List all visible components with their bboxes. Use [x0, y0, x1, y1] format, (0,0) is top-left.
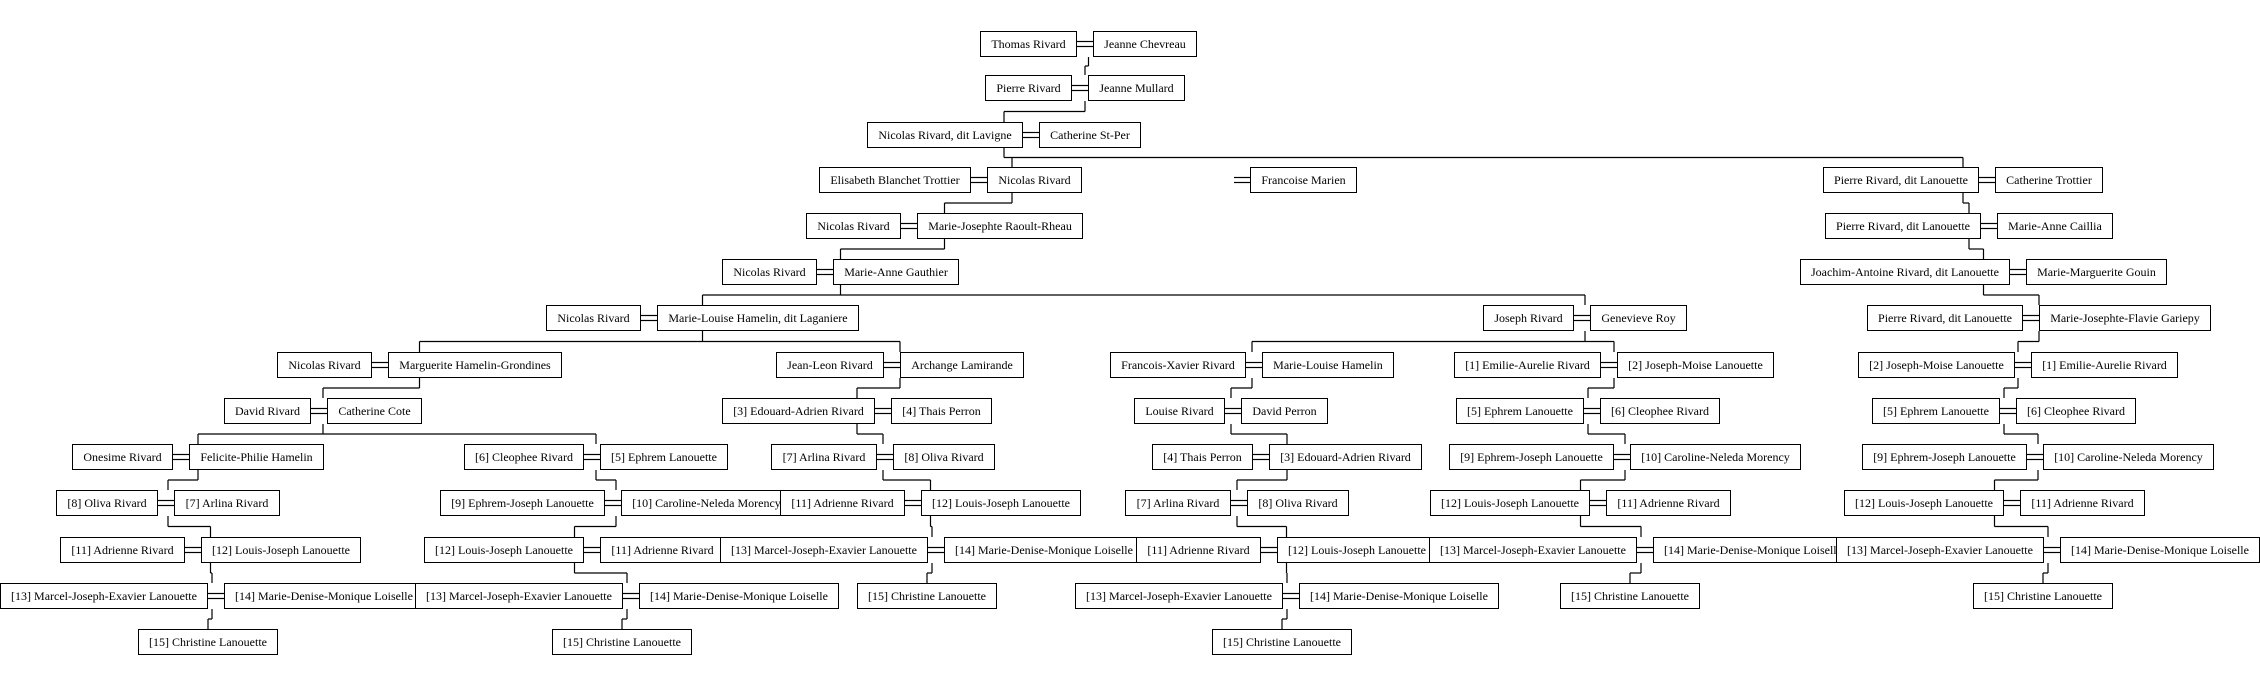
person-box: [11] Adrienne Rivard: [1136, 537, 1261, 563]
person-box: [5] Ephrem Lanouette: [600, 444, 728, 470]
person-box: Marguerite Hamelin-Grondines: [388, 352, 562, 378]
person-box: Catherine Cote: [327, 398, 422, 424]
person-box: [8] Oliva Rivard: [1247, 490, 1349, 516]
person-box: Marie-Josephte-Flavie Gariepy: [2039, 305, 2211, 331]
person-box: [3] Edouard-Adrien Rivard: [722, 398, 875, 424]
person-box: Nicolas Rivard, dit Lavigne: [867, 122, 1023, 148]
person-box: [15] Christine Lanouette: [1212, 629, 1352, 655]
person-box: [13] Marcel-Joseph-Exavier Lanouette: [1429, 537, 1637, 563]
person-box: [7] Arlina Rivard: [771, 444, 877, 470]
person-box: [6] Cleophee Rivard: [464, 444, 584, 470]
person-box: [2] Joseph-Moise Lanouette: [1858, 352, 2015, 378]
person-box: [14] Marie-Denise-Monique Loiselle: [1299, 583, 1499, 609]
person-box: [12] Louis-Joseph Lanouette: [1844, 490, 2004, 516]
person-box: Jeanne Mullard: [1088, 75, 1185, 101]
person-box: [4] Thais Perron: [891, 398, 992, 424]
person-box: [14] Marie-Denise-Monique Loiselle: [944, 537, 1144, 563]
person-box: [10] Caroline-Neleda Morency: [2043, 444, 2214, 470]
person-box: [11] Adrienne Rivard: [2020, 490, 2145, 516]
person-box: Nicolas Rivard: [277, 352, 372, 378]
person-box: Pierre Rivard, dit Lanouette: [1823, 167, 1979, 193]
person-box: [1] Emilie-Aurelie Rivard: [1454, 352, 1601, 378]
person-box: David Perron: [1241, 398, 1328, 424]
person-box: [9] Ephrem-Joseph Lanouette: [440, 490, 605, 516]
person-box: [7] Arlina Rivard: [174, 490, 280, 516]
person-box: [4] Thais Perron: [1152, 444, 1253, 470]
person-box: Nicolas Rivard: [722, 259, 817, 285]
person-box: Thomas Rivard: [980, 31, 1077, 57]
person-box: Francoise Marien: [1250, 167, 1357, 193]
person-box: [6] Cleophee Rivard: [2016, 398, 2136, 424]
person-box: [9] Ephrem-Joseph Lanouette: [1862, 444, 2027, 470]
person-box: Marie-Josephte Raoult-Rheau: [917, 213, 1083, 239]
person-box: [14] Marie-Denise-Monique Loiselle: [1653, 537, 1853, 563]
person-box: [3] Edouard-Adrien Rivard: [1269, 444, 1422, 470]
person-box: [9] Ephrem-Joseph Lanouette: [1449, 444, 1614, 470]
person-box: [7] Arlina Rivard: [1125, 490, 1231, 516]
person-box: Pierre Rivard: [985, 75, 1072, 101]
person-box: [5] Ephrem Lanouette: [1456, 398, 1584, 424]
person-box: [6] Cleophee Rivard: [1600, 398, 1720, 424]
person-box: [13] Marcel-Joseph-Exavier Lanouette: [1836, 537, 2044, 563]
person-box: Louise Rivard: [1134, 398, 1225, 424]
person-box: [8] Oliva Rivard: [893, 444, 995, 470]
person-box: Pierre Rivard, dit Lanouette: [1867, 305, 2023, 331]
person-box: [13] Marcel-Joseph-Exavier Lanouette: [720, 537, 928, 563]
person-box: Pierre Rivard, dit Lanouette: [1825, 213, 1981, 239]
person-box: [13] Marcel-Joseph-Exavier Lanouette: [415, 583, 623, 609]
person-box: [14] Marie-Denise-Monique Loiselle: [224, 583, 424, 609]
person-box: [14] Marie-Denise-Monique Loiselle: [2060, 537, 2260, 563]
person-box: David Rivard: [224, 398, 311, 424]
person-box: [5] Ephrem Lanouette: [1872, 398, 2000, 424]
person-box: Catherine St-Per: [1039, 122, 1141, 148]
person-box: Archange Lamirande: [900, 352, 1024, 378]
person-box: [13] Marcel-Joseph-Exavier Lanouette: [1075, 583, 1283, 609]
person-box: Onesime Rivard: [72, 444, 173, 470]
person-box: Nicolas Rivard: [987, 167, 1082, 193]
person-box: Francois-Xavier Rivard: [1110, 352, 1246, 378]
person-box: Catherine Trottier: [1995, 167, 2103, 193]
person-box: [11] Adrienne Rivard: [780, 490, 905, 516]
person-box: Marie-Anne Caillia: [1997, 213, 2113, 239]
person-box: Jeanne Chevreau: [1093, 31, 1197, 57]
person-box: [12] Louis-Joseph Lanouette: [921, 490, 1081, 516]
person-box: [13] Marcel-Joseph-Exavier Lanouette: [0, 583, 208, 609]
person-box: [15] Christine Lanouette: [552, 629, 692, 655]
person-box: Marie-Anne Gauthier: [833, 259, 959, 285]
person-box: Marie-Marguerite Gouin: [2026, 259, 2167, 285]
person-box: [12] Louis-Joseph Lanouette: [424, 537, 584, 563]
person-box: [15] Christine Lanouette: [1973, 583, 2113, 609]
person-box: [12] Louis-Joseph Lanouette: [1430, 490, 1590, 516]
person-box: [8] Oliva Rivard: [56, 490, 158, 516]
person-box: [15] Christine Lanouette: [1560, 583, 1700, 609]
person-box: Nicolas Rivard: [546, 305, 641, 331]
person-box: Joachim-Antoine Rivard, dit Lanouette: [1800, 259, 2010, 285]
person-box: Marie-Louise Hamelin: [1262, 352, 1394, 378]
person-box: [15] Christine Lanouette: [857, 583, 997, 609]
person-box: Nicolas Rivard: [806, 213, 901, 239]
person-box: Elisabeth Blanchet Trottier: [819, 167, 971, 193]
person-box: [10] Caroline-Neleda Morency: [1630, 444, 1801, 470]
person-box: [14] Marie-Denise-Monique Loiselle: [639, 583, 839, 609]
person-box: [12] Louis-Joseph Lanouette: [1277, 537, 1437, 563]
person-box: [11] Adrienne Rivard: [600, 537, 725, 563]
person-box: [12] Louis-Joseph Lanouette: [201, 537, 361, 563]
person-box: Marie-Louise Hamelin, dit Laganiere: [657, 305, 859, 331]
person-box: Genevieve Roy: [1590, 305, 1687, 331]
person-box: [11] Adrienne Rivard: [1606, 490, 1731, 516]
person-box: Joseph Rivard: [1483, 305, 1574, 331]
person-box: [2] Joseph-Moise Lanouette: [1617, 352, 1774, 378]
person-box: Felicite-Philie Hamelin: [189, 444, 324, 470]
person-box: [15] Christine Lanouette: [138, 629, 278, 655]
person-box: [1] Emilie-Aurelie Rivard: [2031, 352, 2178, 378]
person-box: Jean-Leon Rivard: [776, 352, 884, 378]
person-box: [11] Adrienne Rivard: [60, 537, 185, 563]
person-box: [10] Caroline-Neleda Morency: [621, 490, 792, 516]
